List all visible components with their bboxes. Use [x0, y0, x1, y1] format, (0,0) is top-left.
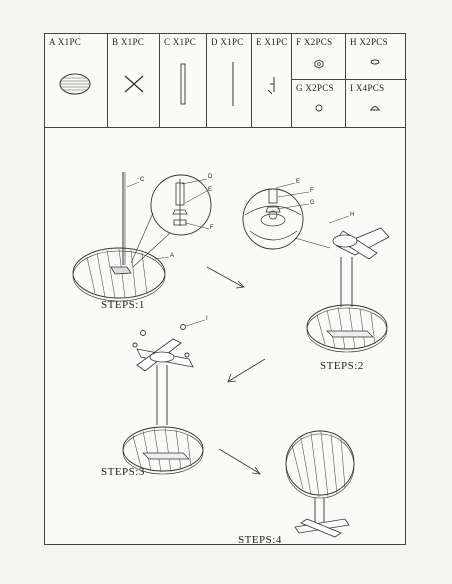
part-i-label: I X4PCS — [350, 83, 385, 93]
callout-i-step3: I — [206, 316, 208, 322]
assembly-drawings — [72, 172, 390, 538]
foot-cap-icon — [370, 106, 380, 111]
part-a-label: A X1PC — [49, 37, 82, 47]
part-c-label: C X1PC — [164, 37, 197, 47]
part-f-label: F X2PCS — [296, 37, 333, 47]
instruction-sheet: A X1PC B X1PC C X1PC — [44, 33, 407, 546]
washer-icon — [370, 59, 380, 65]
part-i-cell: I X4PCS — [346, 80, 407, 127]
part-h-cell: H X2PCS — [346, 34, 407, 80]
callout-d: D — [208, 174, 213, 180]
rod-icon — [232, 62, 234, 106]
callout-a: A — [170, 253, 175, 259]
callout-e: E — [208, 187, 213, 193]
part-e-cell: E X1PC — [252, 34, 292, 127]
part-e-label: E X1PC — [256, 37, 288, 47]
part-d-cell: D X1PC — [207, 34, 252, 127]
part-b-label: B X1PC — [112, 37, 145, 47]
callout-h-step2: H — [350, 212, 355, 218]
cross-base-icon — [124, 75, 144, 93]
parts-list: A X1PC B X1PC C X1PC — [45, 34, 407, 128]
part-a-cell: A X1PC — [45, 34, 108, 127]
part-h-label: H X2PCS — [350, 37, 388, 47]
step-1-label: STEPS:1 — [101, 299, 145, 311]
part-c-cell: C X1PC — [160, 34, 207, 127]
part-g-label: G X2PCS — [296, 83, 334, 93]
nut-icon — [314, 59, 324, 69]
column-tube-icon — [180, 63, 186, 105]
part-b-cell: B X1PC — [108, 34, 160, 127]
callout-c: C — [140, 177, 145, 183]
step3-drawing — [122, 319, 206, 475]
callout-e-step2: E — [296, 179, 301, 185]
step4-drawing — [285, 430, 355, 538]
step-3-label: STEPS:3 — [101, 466, 145, 478]
step-4-label: STEPS:4 — [238, 534, 282, 546]
step-2-label: STEPS:2 — [320, 360, 364, 372]
part-g-cell: G X2PCS — [292, 80, 345, 127]
step1-drawing — [72, 172, 212, 302]
ring-icon — [315, 104, 323, 112]
callout-g-step2: G — [310, 200, 315, 206]
step2-drawing — [242, 182, 390, 353]
round-tabletop-icon — [59, 73, 91, 95]
part-f-cell: F X2PCS — [292, 34, 345, 80]
part-hi-column: H X2PCS I X4PCS — [346, 34, 407, 127]
wrench-icon — [267, 77, 275, 95]
callout-f: F — [210, 225, 214, 231]
arrow-step3-to-step4 — [218, 448, 261, 475]
part-d-label: D X1PC — [211, 37, 244, 47]
arrow-step1-to-step2 — [206, 266, 245, 289]
part-fg-column: F X2PCS G X2PCS — [292, 34, 346, 127]
arrow-step2-to-step3 — [227, 358, 266, 383]
assembly-steps: C D E F A E F G H I STEPS:1 STEPS:2 STEP… — [45, 127, 405, 546]
callout-f-step2: F — [310, 188, 314, 194]
